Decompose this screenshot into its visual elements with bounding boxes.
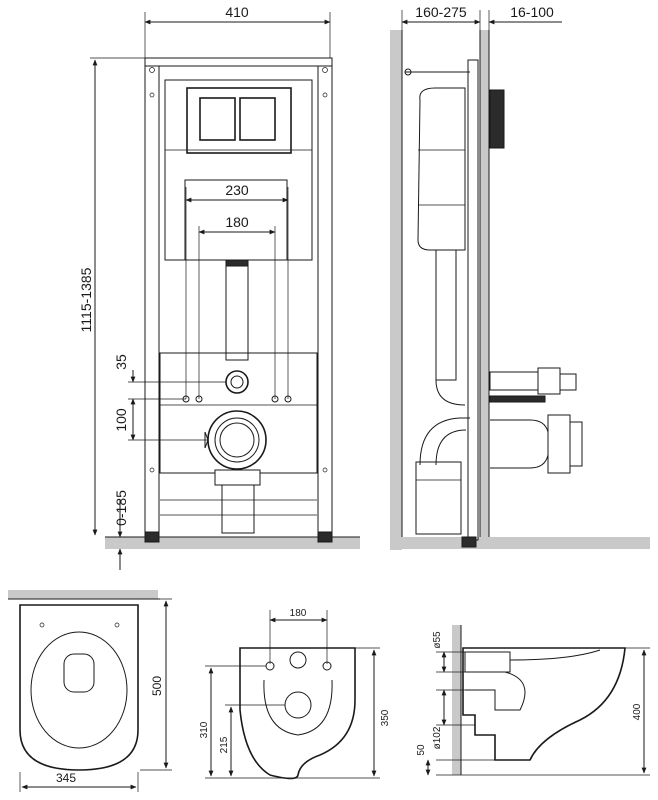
dim-bowl-height-label: 350 (380, 709, 391, 726)
drain-outlet (207, 410, 267, 470)
bowl-side-outline (462, 647, 626, 761)
side-stud (489, 395, 546, 403)
front-view: 410 230 180 1115-1385 35 100 0-185 (78, 4, 360, 570)
dim-inlet-dia-label: ø55 (432, 631, 443, 649)
dim-leg-adjust-label: 0-185 (113, 490, 129, 526)
dim-stud-spacing-label: 180 (225, 214, 249, 230)
bowl-top-view: 500 345 (8, 590, 172, 792)
dim-bowl-width-label: 345 (56, 771, 76, 785)
side-flush-plate (489, 89, 505, 149)
flush-plate (186, 87, 292, 154)
dim-side-height-label: 400 (632, 703, 643, 720)
dim-width-label: 410 (225, 4, 249, 20)
dim-bolt-spacing-label: 180 (290, 608, 307, 619)
dim-depth-label: 160-275 (415, 4, 467, 20)
bowl-back-outline (239, 647, 356, 780)
dim-bolt-height-label: 310 (199, 721, 210, 738)
bowl-side-view: ø55 ø102 50 400 (416, 625, 650, 776)
bowl-back-view: 180 310 215 350 (199, 608, 391, 780)
back-inlet (289, 651, 307, 669)
left-foot (144, 531, 160, 543)
flush-button-left (199, 97, 236, 141)
dim-outlet-dia-label: ø102 (432, 726, 443, 749)
dim-outlet-spacing-label: 230 (225, 182, 249, 198)
dim-floor-offset-label: 50 (416, 744, 427, 756)
dim-supply-offset-label: 35 (113, 354, 129, 370)
dim-wall-gap-label: 16-100 (510, 4, 554, 20)
bowl-top-outline (19, 604, 139, 771)
right-foot (317, 531, 333, 543)
dim-bowl-length-label: 500 (150, 676, 164, 696)
flush-button-right (239, 97, 276, 141)
supply-inlet (225, 370, 249, 394)
dim-drain-offset-label: 100 (113, 408, 129, 432)
dim-height-label: 1115-1385 (78, 267, 94, 332)
side-view: 160-275 16-100 (390, 4, 650, 550)
back-outlet (284, 691, 312, 719)
dim-outlet-height-label: 215 (219, 736, 230, 753)
